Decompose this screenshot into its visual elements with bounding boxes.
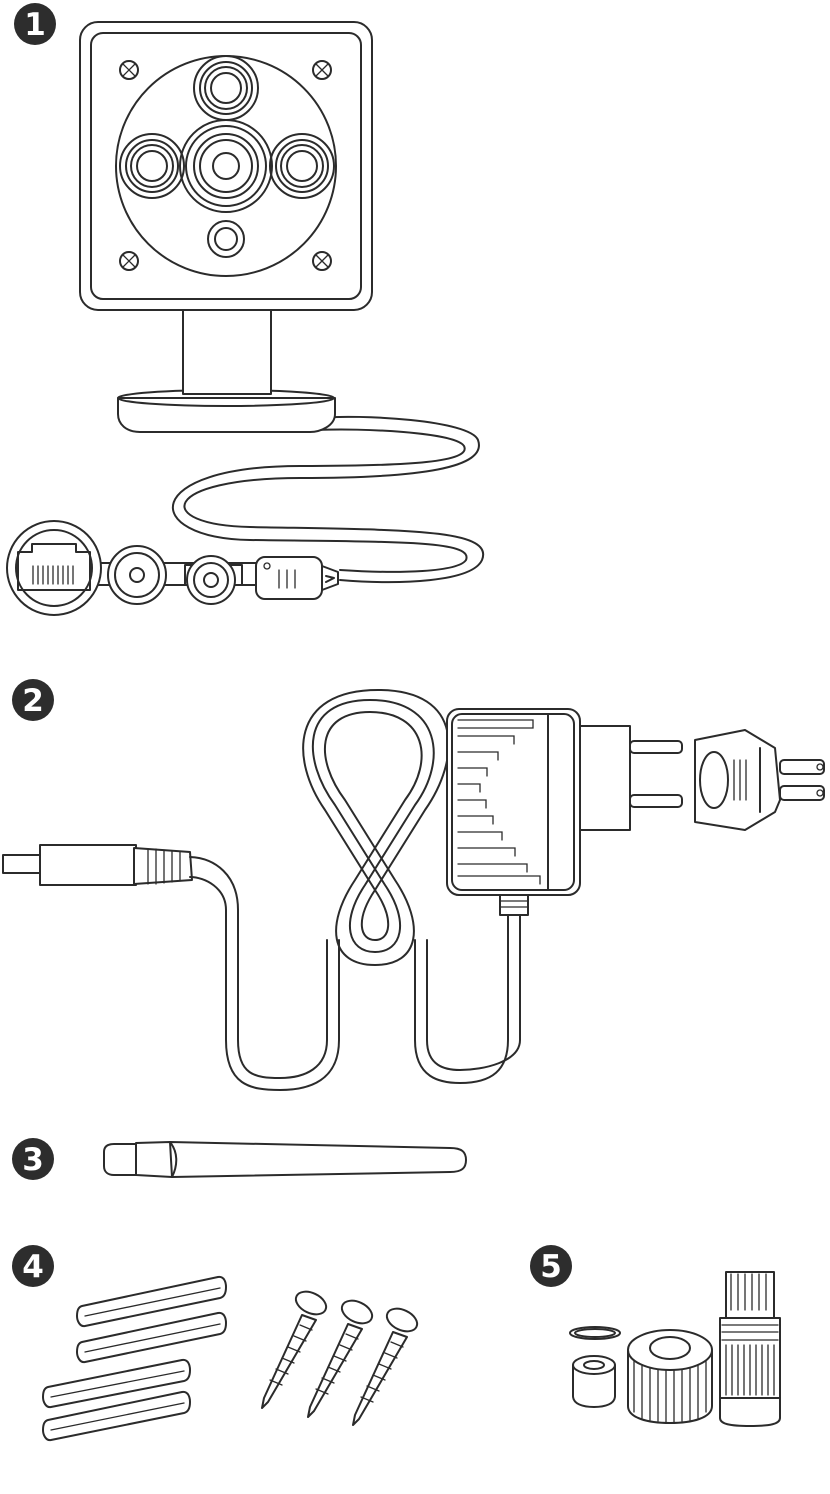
ip-camera-illustration <box>6 21 485 616</box>
item-badge-1: 1 <box>14 3 56 45</box>
coiled-cable <box>324 711 423 966</box>
waterproof-connector-kit <box>569 1271 781 1427</box>
locking-nut-icon <box>627 1329 713 1424</box>
item-number-4: 4 <box>22 1249 44 1285</box>
screw-icon <box>261 1290 419 1426</box>
camera-base <box>117 397 336 433</box>
item-number-3: 3 <box>22 1142 44 1178</box>
light-sensor-icon <box>207 220 245 258</box>
camera-lens-icon <box>179 119 273 213</box>
plug-prong <box>629 740 683 754</box>
item-number-5: 5 <box>540 1249 562 1285</box>
camera-stand <box>182 299 272 395</box>
o-ring-icon <box>569 1326 621 1340</box>
dc-barrel-plug <box>2 854 44 874</box>
screw-icon <box>119 60 332 271</box>
adapter-cable <box>189 856 328 1079</box>
item-number-1: 1 <box>24 7 46 43</box>
power-adapter-illustration <box>2 689 825 1091</box>
item-badge-4: 4 <box>12 1245 54 1287</box>
item-badge-3: 3 <box>12 1138 54 1180</box>
rubber-seal-icon <box>572 1355 616 1408</box>
us-plug-adapter <box>694 729 781 831</box>
wall-anchor-icon <box>42 1275 227 1442</box>
item-number-2: 2 <box>22 683 44 719</box>
camera-cable <box>183 415 485 584</box>
wall-anchors-and-screws <box>42 1275 419 1442</box>
cable-gland-icon <box>719 1271 781 1427</box>
item-badge-2: 2 <box>12 679 54 721</box>
item-badge-5: 5 <box>530 1245 572 1287</box>
camera-housing <box>79 21 373 311</box>
antenna-illustration <box>103 1141 467 1178</box>
camera-connectors <box>6 520 339 616</box>
